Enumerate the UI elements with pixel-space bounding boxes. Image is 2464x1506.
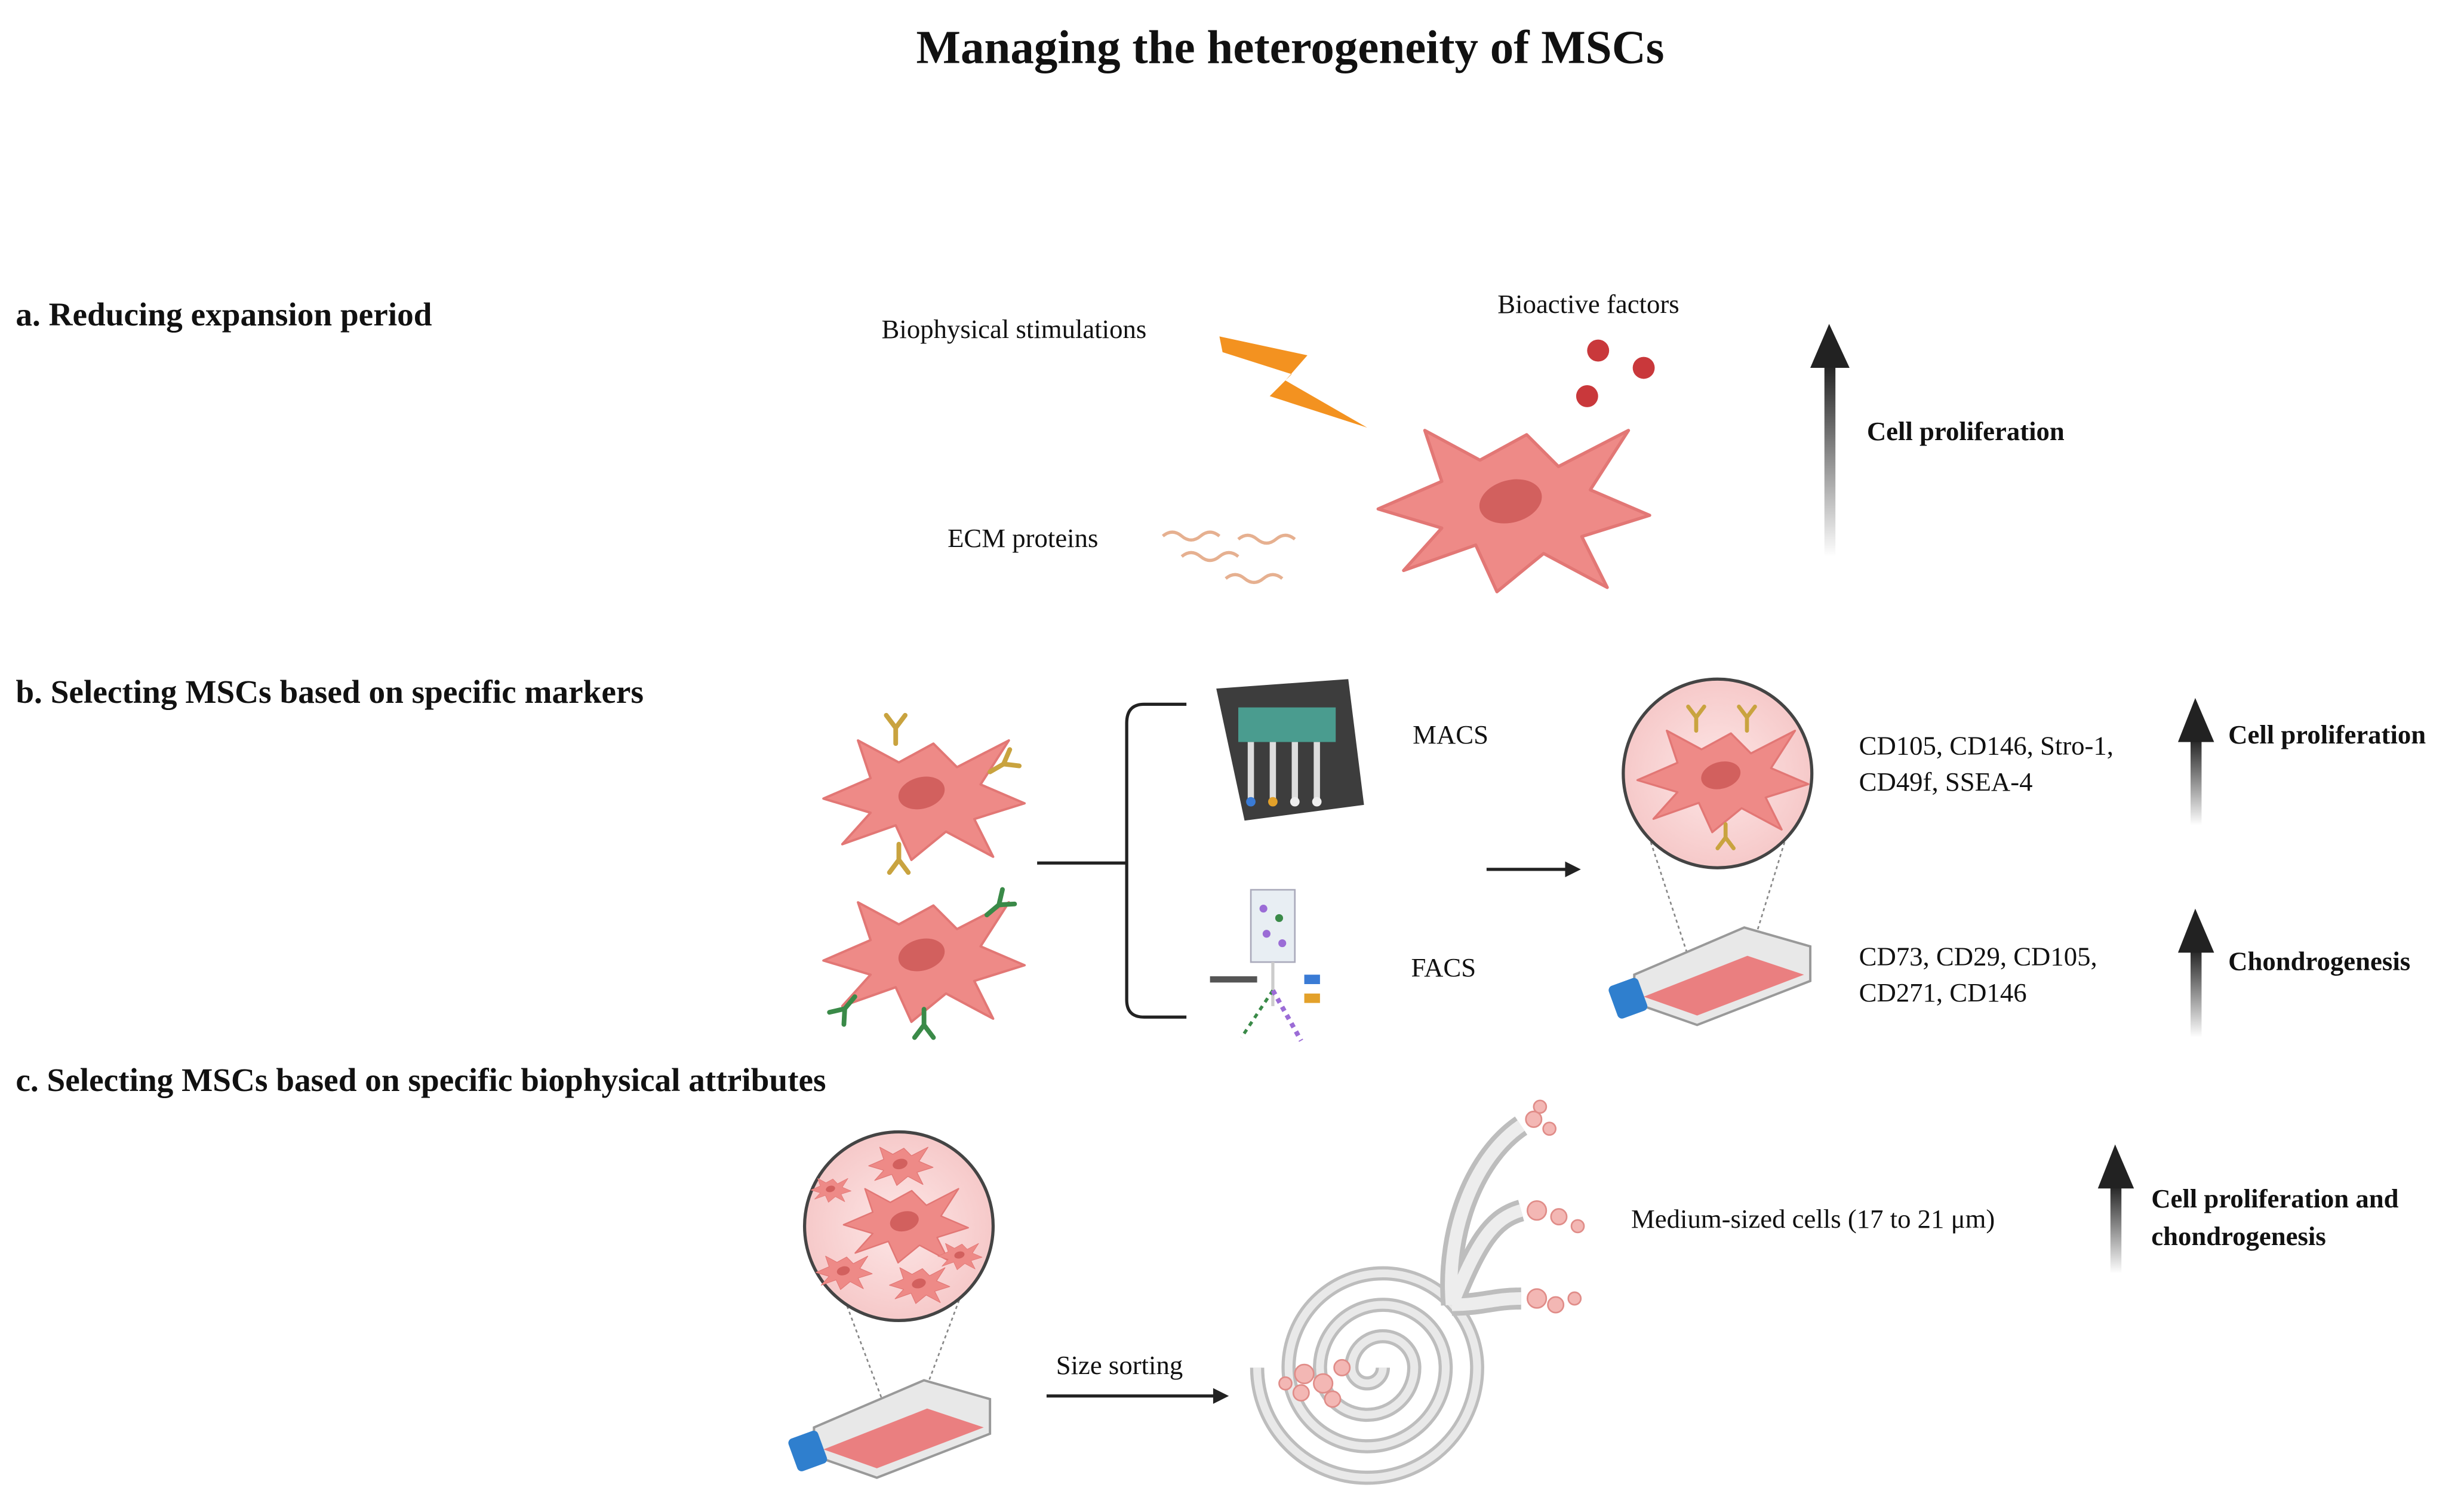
ecm-proteins-label: ECM proteins (948, 523, 1099, 554)
right-arrow-c (1046, 1388, 1229, 1404)
macs-magnet-rack-icon (1216, 679, 1364, 821)
result-c-line2: chondrogenesis (2151, 1221, 2326, 1252)
figure-title: Managing the heterogeneity of MSCs (916, 21, 1665, 74)
sorted-cell-clusters (1278, 1099, 1585, 1408)
bioactive-factor-dots (1576, 339, 1655, 407)
up-arrow-c (2097, 1144, 2134, 1274)
bioactive-factors-label: Bioactive factors (1497, 289, 1679, 319)
biophysical-stimulations-label: Biophysical stimulations (881, 314, 1147, 345)
section-b-heading: b. Selecting MSCs based on specific mark… (16, 672, 644, 711)
markers-proliferation-line1: CD105, CD146, Stro-1, (1859, 731, 2114, 761)
bracket-lines (1037, 702, 1187, 1019)
magnified-cells-c (802, 1130, 995, 1428)
ecm-fibers-icon (1161, 530, 1296, 584)
chondrogenesis-result-b: Chondrogenesis (2228, 946, 2411, 976)
markers-chondrogenesis-line1: CD73, CD29, CD105, (1859, 941, 2097, 972)
up-arrow-b2 (2177, 908, 2214, 1038)
markers-chondrogenesis-line2: CD271, CD146 (1859, 978, 2027, 1008)
section-a-heading: a. Reducing expansion period (16, 295, 432, 334)
facs-sorter-icon (1210, 889, 1320, 1042)
markers-proliferation-line2: CD49f, SSEA-4 (1859, 767, 2033, 797)
macs-label: MACS (1413, 720, 1488, 750)
labeled-cell-gold (822, 715, 1026, 872)
labeled-cell-green (822, 890, 1026, 1038)
lightning-icon (1219, 336, 1367, 428)
right-arrow-b (1486, 861, 1581, 877)
size-sorting-label: Size sorting (1056, 1350, 1183, 1381)
magnified-cell-b (1622, 677, 1814, 994)
culture-flask-c (786, 1379, 992, 1479)
result-c-line1: Cell proliferation and (2151, 1184, 2399, 1214)
cell-proliferation-result-b: Cell proliferation (2228, 720, 2426, 750)
spiral-microfluidic-icon (1250, 1116, 1528, 1485)
up-arrow-b1 (2177, 697, 2214, 826)
up-arrow-a (1810, 324, 1850, 557)
medium-sized-cells-label: Medium-sized cells (17 to 21 μm) (1631, 1204, 1995, 1234)
facs-label: FACS (1411, 952, 1476, 983)
msc-cell-icon (1378, 431, 1650, 592)
section-c-heading: c. Selecting MSCs based on specific biop… (16, 1061, 826, 1099)
cell-proliferation-result-a: Cell proliferation (1866, 416, 2065, 447)
culture-flask-b (1606, 926, 1812, 1026)
